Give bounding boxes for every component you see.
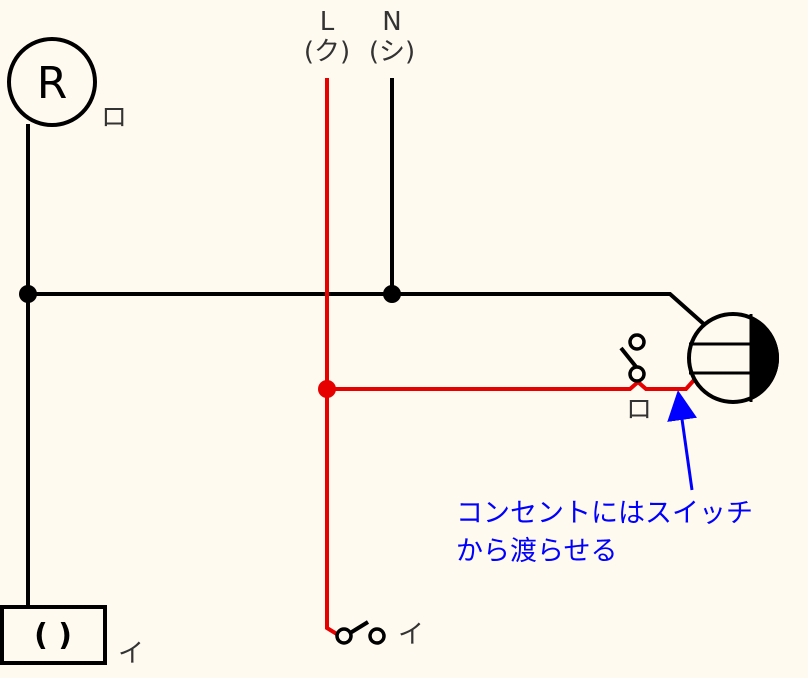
box-switch-tag: イ xyxy=(118,639,144,669)
line-l-sub-label: (ク) xyxy=(304,37,350,67)
lamp-r-symbol: R xyxy=(37,58,68,109)
outlet-symbol xyxy=(687,312,780,404)
junction-neutral xyxy=(383,285,401,303)
horizontal-black-wire xyxy=(28,292,708,328)
neutral-n-label: N xyxy=(382,7,401,37)
bottom-switch-tag: イ xyxy=(398,620,424,650)
outlet-switch xyxy=(619,333,646,383)
line-l-label: L xyxy=(320,7,335,37)
junction-red xyxy=(318,380,336,398)
annotation-line-1: コンセントにはスイッチ xyxy=(456,498,753,529)
outlet-switch-tag: ロ xyxy=(626,395,652,425)
annotation-line-2: から渡らせる xyxy=(456,536,617,567)
annotation-arrow xyxy=(667,390,697,491)
junction-left xyxy=(19,285,37,303)
switch-to-outlet-red-wire xyxy=(327,378,696,391)
ceiling-lamp: R xyxy=(7,37,97,127)
neutral-n-sub-label: (シ) xyxy=(369,37,415,67)
lamp-switch-tag: ロ xyxy=(101,103,127,133)
line-red-wire xyxy=(325,78,342,638)
fixture-box: ( ) xyxy=(0,605,107,665)
bottom-switch xyxy=(335,620,386,645)
box-text: ( ) xyxy=(34,618,72,653)
